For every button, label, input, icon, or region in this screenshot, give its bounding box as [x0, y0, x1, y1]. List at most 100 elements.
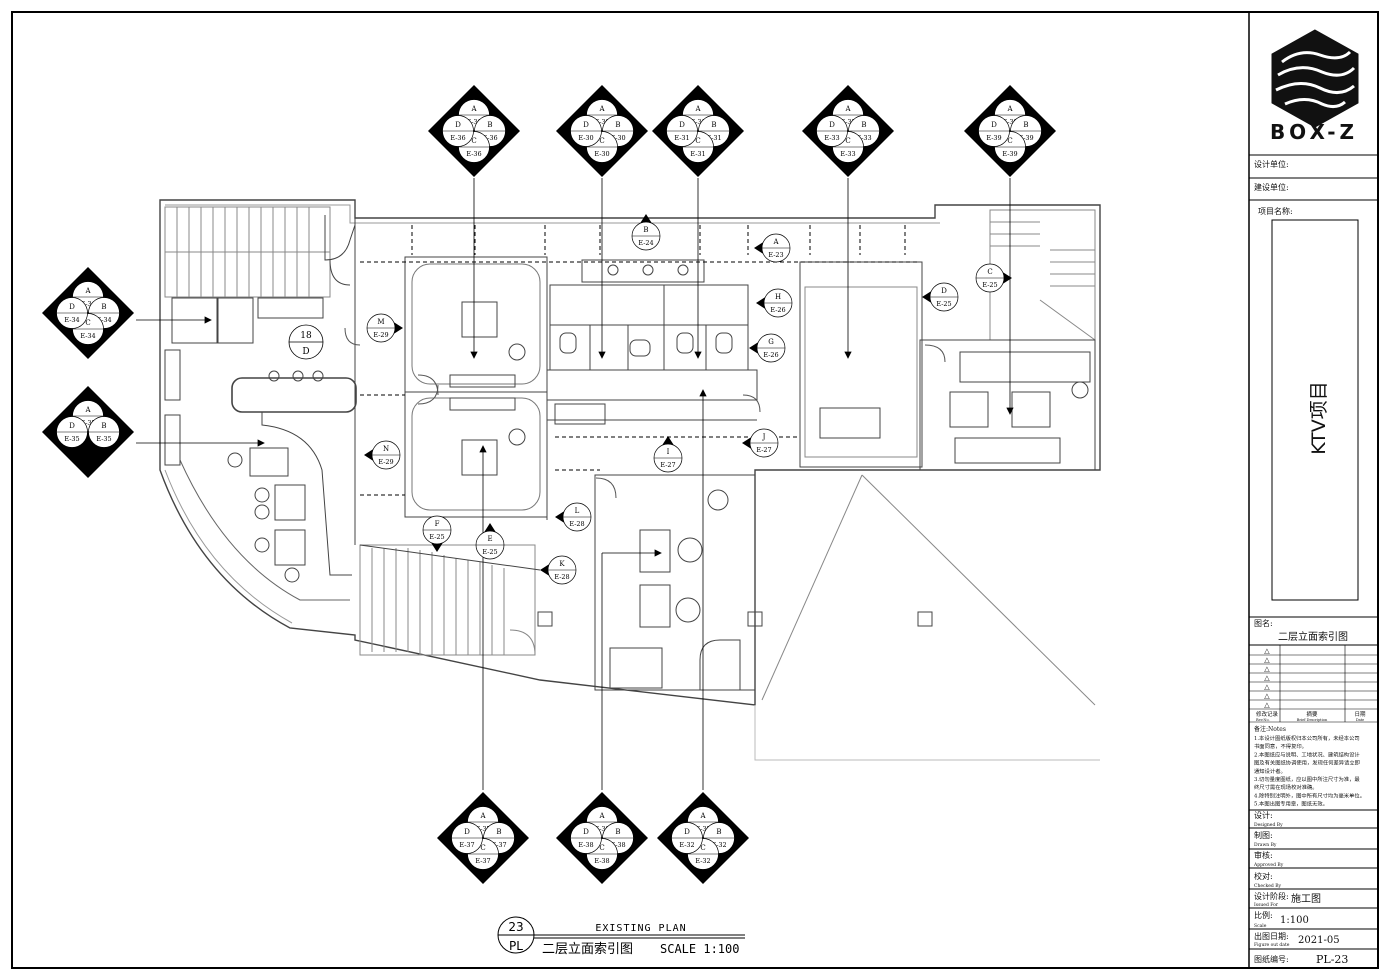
marker-letter: D [941, 287, 947, 295]
elevation-marker: LE-28 [555, 502, 592, 532]
marker-code: E-28 [554, 573, 569, 581]
elevation-code: E-36 [466, 150, 481, 158]
rev-col-2: 摘要 [1306, 710, 1318, 718]
note-line: 终尺寸需在现场校对准确。 [1254, 783, 1318, 791]
diamond-icon [964, 85, 1056, 177]
marker-code: E-25 [936, 300, 951, 308]
elevation-letter: C [85, 319, 90, 327]
elevation-letter: D [583, 828, 589, 836]
date-en: Figure out date [1254, 942, 1290, 948]
elevation-letter: C [599, 844, 604, 852]
floor-plan [159, 199, 1101, 761]
elevation-letter: B [487, 121, 492, 129]
elevation-letter: A [1006, 105, 1013, 113]
elevation-marker: FE-25 [422, 515, 452, 552]
marker-letter: B [643, 226, 648, 234]
elevation-letter: B [101, 422, 106, 430]
elevation-letter: A [694, 105, 701, 113]
marker-letter: A [772, 238, 779, 246]
elevation-letter: A [479, 812, 486, 820]
elevation-letter: B [1023, 121, 1028, 129]
elevation-letter: C [480, 844, 485, 852]
note-line: 4.除特别注明外，图中所有尺寸均为毫米单位。 [1254, 791, 1365, 799]
elevation-code: E-35 [96, 435, 111, 443]
marker-code: E-28 [569, 520, 584, 528]
elevation-letter: A [598, 105, 605, 113]
elevation-letter: A [598, 812, 605, 820]
room-tag: 18 D [288, 324, 324, 360]
elevation-letter: D [829, 121, 835, 129]
marker-code: E-25 [482, 548, 497, 556]
revision-mark: △ [1264, 674, 1270, 682]
revision-mark: △ [1264, 656, 1270, 664]
issued-label: 设计阶段: [1254, 891, 1289, 901]
elevation-letter: A [84, 287, 91, 295]
elevation-letter: B [101, 303, 106, 311]
elevation-letter: D [464, 828, 470, 836]
elevation-code: E-36 [466, 118, 481, 126]
elevation-code: E-39 [986, 134, 1001, 142]
elevation-letter: B [615, 121, 620, 129]
brand-name: BOX-Z [1270, 120, 1358, 144]
elevation-letter: B [716, 828, 721, 836]
note-line: 图及有关图纸协调使用，发现任何差异请立即 [1254, 759, 1360, 767]
approved-en: Approved By [1253, 862, 1284, 868]
project-name-label: 项目名称: [1258, 206, 1293, 216]
elevation-letter: D [583, 121, 589, 129]
plan-title-scale: SCALE 1:100 [660, 942, 739, 956]
elevation-code: E-34 [80, 332, 95, 340]
diamond-icon [657, 792, 749, 884]
revision-marks: △△△△△△△ [1264, 647, 1270, 709]
designed-label: 设计: [1254, 810, 1273, 820]
elevation-code: E-38 [594, 825, 609, 833]
elevation-code: E-39 [1002, 150, 1017, 158]
rev-col-1-en: Rev.No. [1256, 718, 1270, 722]
elevation-code: E-30 [578, 134, 593, 142]
elevation-code: E-32 [679, 841, 694, 849]
date-label: 出图日期: [1254, 931, 1289, 941]
drawing-no-label: 图纸编号: [1254, 954, 1289, 964]
marker-letter: I [667, 448, 670, 456]
room-tag-letter: D [302, 347, 309, 357]
elevation-letter: C [845, 137, 850, 145]
title-block-text: 设计单位: 建设单位: 项目名称: KTV项目 图名: 二层立面索引图 △△△△… [1253, 159, 1366, 966]
elevation-code: E-30 [594, 118, 609, 126]
revision-mark: △ [1264, 647, 1270, 655]
elevation-code: E-34 [80, 300, 95, 308]
elevation-code: E-39 [1002, 118, 1017, 126]
elevation-marker: KE-28 [540, 555, 577, 585]
elevation-code: E-35 [64, 435, 79, 443]
revision-mark: △ [1264, 701, 1270, 709]
plan-title-cn: 二层立面索引图 [542, 942, 633, 957]
design-unit-label: 设计单位: [1254, 159, 1289, 169]
elevation-letter: C [700, 844, 705, 852]
elevation-code: E-30 [594, 150, 609, 158]
elevation-marker: ME-29 [366, 313, 403, 343]
project-name: KTV项目 [1308, 381, 1330, 455]
scale-value: 1:100 [1280, 915, 1309, 926]
diamond-icon [428, 85, 520, 177]
elevation-code: E-38 [578, 841, 593, 849]
elevation-code: E-39 [1018, 134, 1033, 142]
notes-list: 1.本设计图纸版权归本公司所有，未经本公司书面同意，不得复印。2.本图纸应与说明… [1254, 734, 1365, 808]
marker-letter: N [383, 445, 389, 453]
note-line: 通知设计者。 [1254, 767, 1286, 775]
client-label: 建设单位: [1254, 182, 1289, 192]
elevation-letter: D [684, 828, 690, 836]
marker-code: E-23 [768, 251, 783, 259]
elevation-code: E-38 [594, 857, 609, 865]
elevation-letter: D [455, 121, 461, 129]
marker-code: E-27 [756, 446, 771, 454]
title-block: BOX-Z [1249, 29, 1378, 950]
elevation-code: E-36 [450, 134, 465, 142]
elevation-letter: B [711, 121, 716, 129]
elevation-letter: C [1007, 137, 1012, 145]
elevation-code: E-32 [711, 841, 726, 849]
leader-lines [136, 178, 1014, 790]
